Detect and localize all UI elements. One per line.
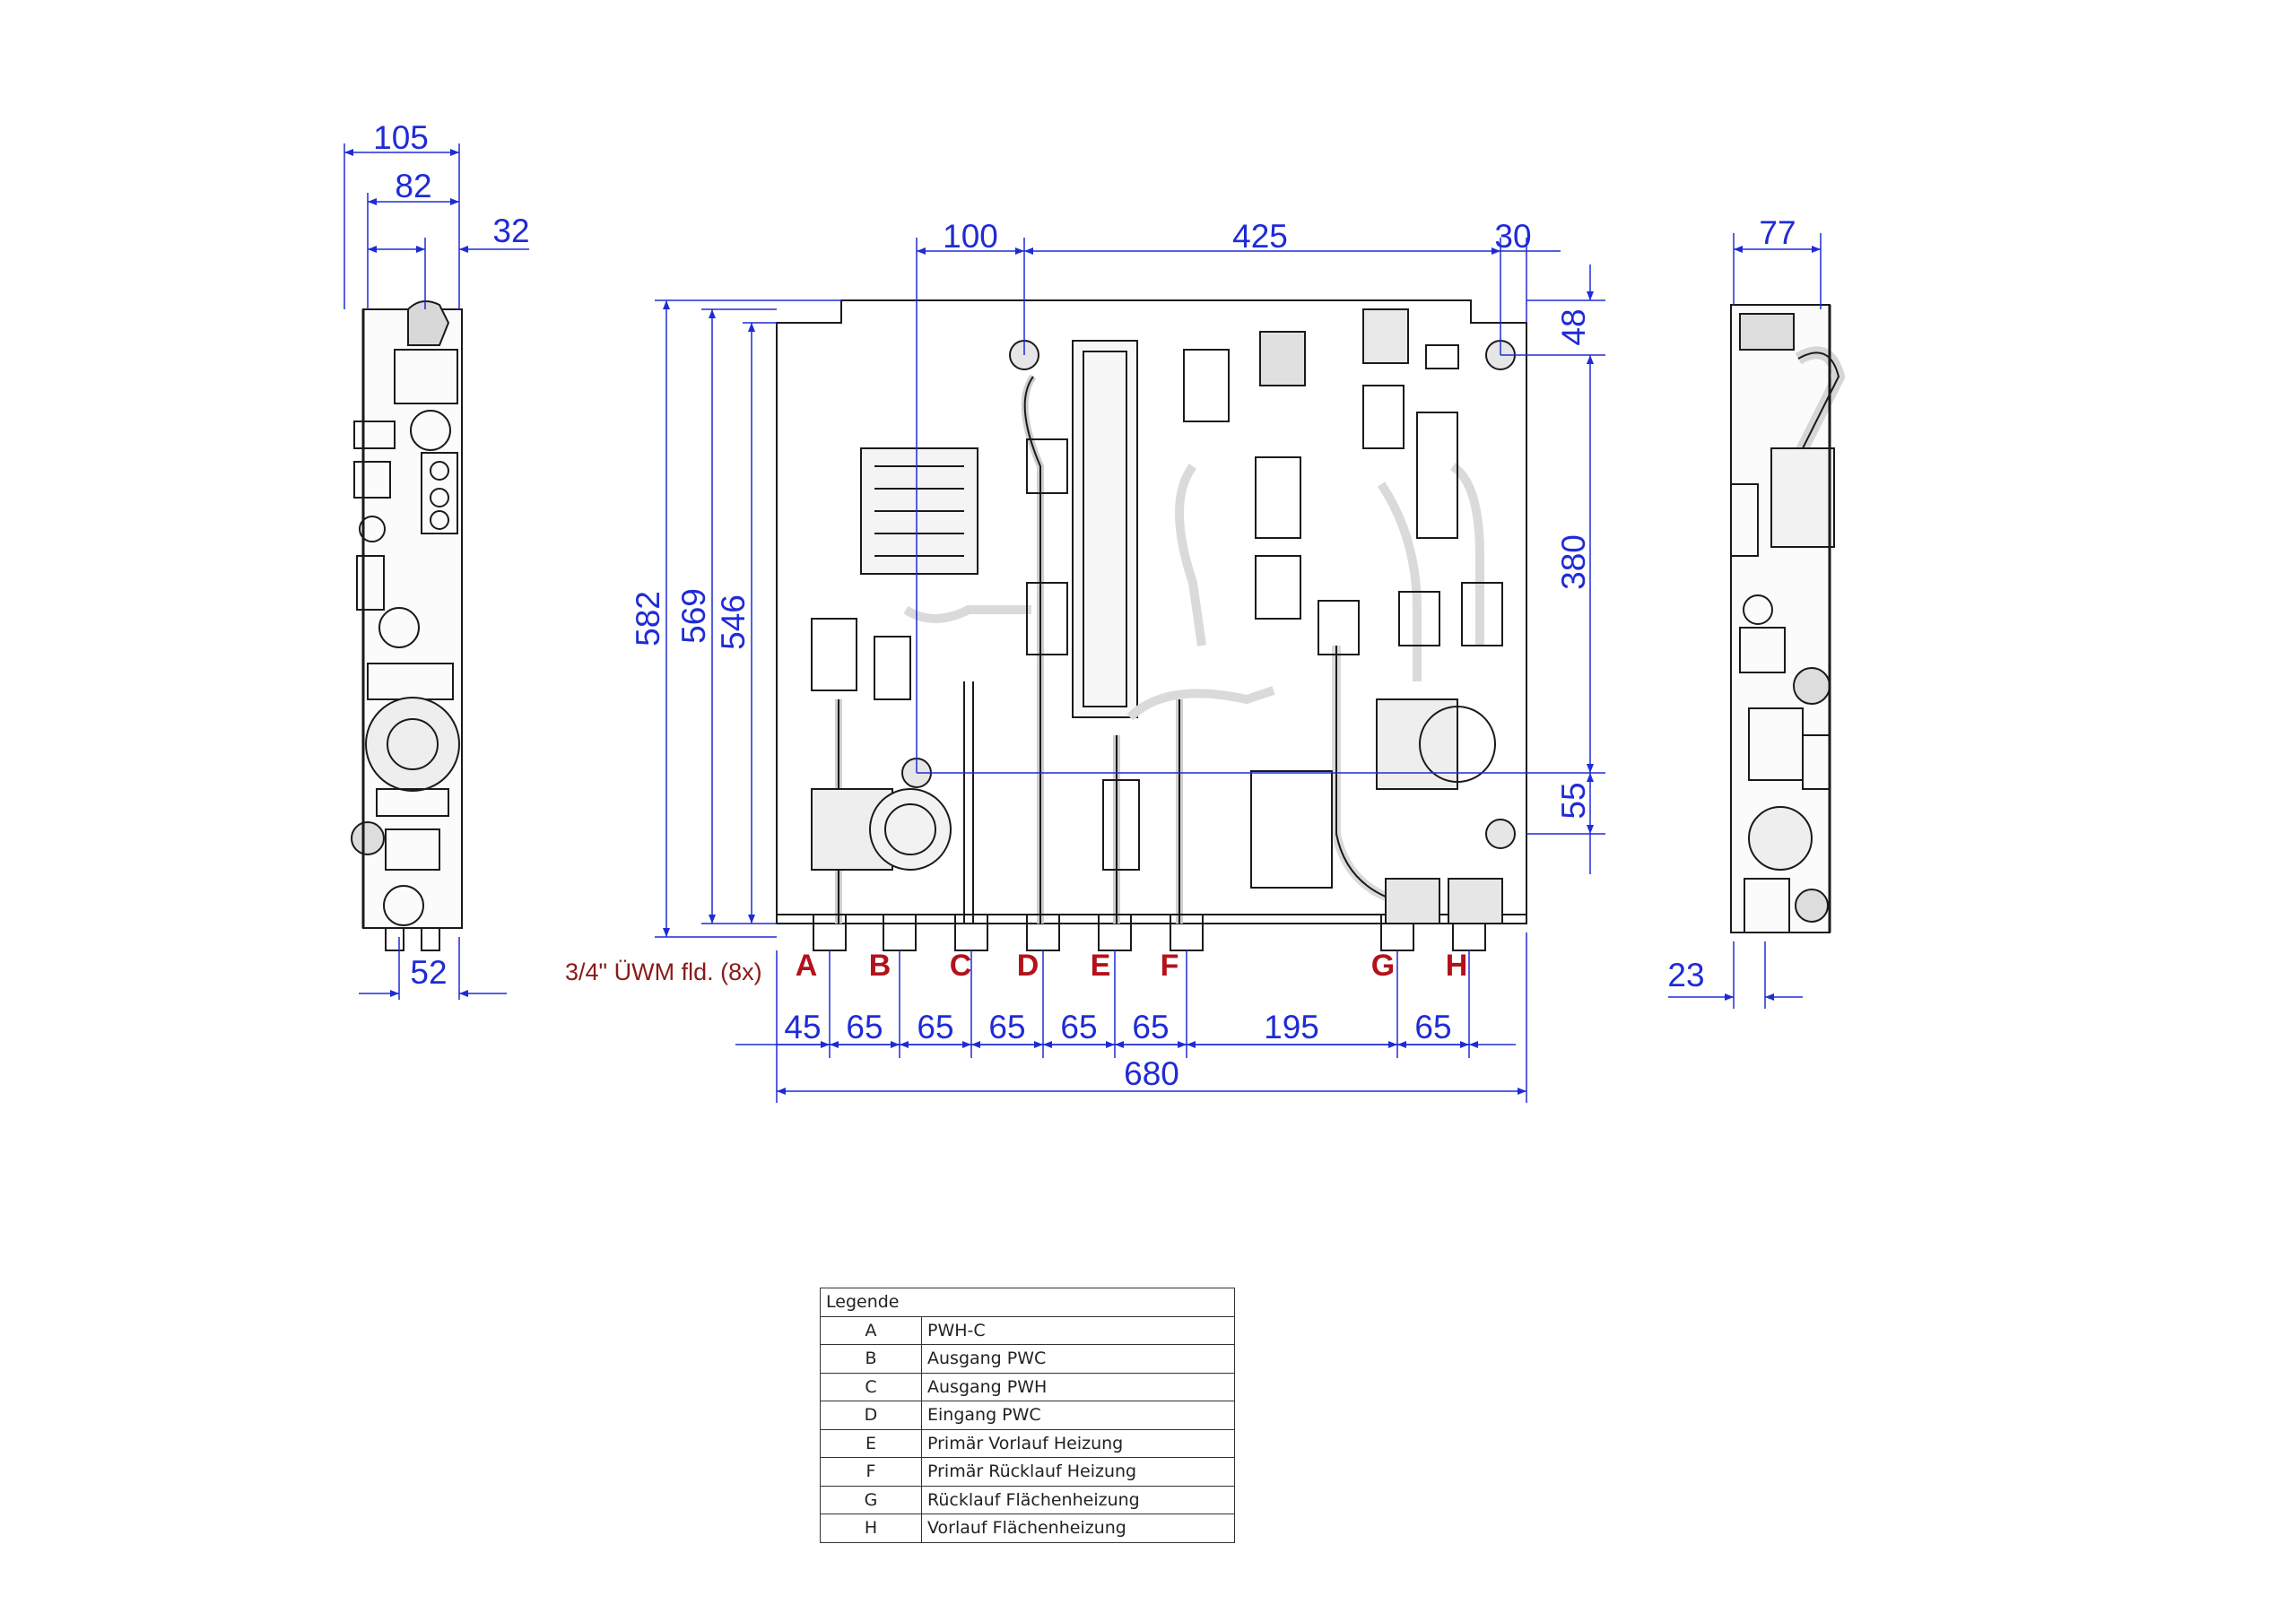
connector-label-h: H [1446,949,1468,983]
fitting-note: 3/4" ÜWM fld. (8x) [565,958,762,985]
legend-key: D [820,1401,922,1430]
left-side-view [351,300,463,951]
front-view [776,299,1527,951]
dim-left-inner-depth: 82 [395,168,431,204]
legend-key: F [820,1457,922,1487]
connector-label-b: B [869,949,891,983]
left-side-dimensions [344,143,529,1000]
dim-left-overall-depth: 105 [373,119,429,156]
right-side-dimensions [1668,233,1822,1009]
legend-label: Ausgang PWH [921,1372,1235,1401]
dim-left-offset-top: 32 [492,213,529,249]
legend-key: A [820,1315,922,1345]
legend-label: PWH-C [921,1315,1235,1345]
dim-overall-width: 680 [1124,1055,1179,1092]
dim-height-frame: 569 [675,588,712,644]
dim-right-side-bottom-offset: 23 [1667,957,1704,993]
connector-label-f: F [1161,949,1179,983]
legend-key: E [820,1428,922,1458]
legend-label: Rücklauf Flächenheizung [921,1485,1235,1514]
dim-right-mid: 380 [1555,534,1592,590]
dim-spacing-5: 65 [1060,1009,1097,1045]
legend-label: Primär Vorlauf Heizung [921,1428,1235,1458]
legend-key: H [820,1514,922,1543]
legend-key: C [820,1372,922,1401]
dim-spacing-6: 65 [1132,1009,1169,1045]
legend-key: G [820,1485,922,1514]
right-side-view [1730,304,1846,933]
dim-top-left-hole: 100 [943,218,998,255]
dim-spacing-1: 45 [784,1009,821,1045]
connector-label-c: C [950,949,972,983]
legend-label: Vorlauf Flächenheizung [921,1514,1235,1543]
connector-label-d: D [1017,949,1039,983]
dim-right-side-depth: 77 [1759,214,1796,251]
legend-key: B [820,1344,922,1374]
front-dimensions [655,238,1605,1103]
dim-right-top: 48 [1555,308,1592,345]
legend-header-row: Legende [820,1288,1235,1317]
dim-spacing-3: 65 [917,1009,953,1045]
dim-spacing-4: 65 [988,1009,1025,1045]
dim-right-bottom: 55 [1555,782,1592,819]
dim-top-center-span: 425 [1232,218,1288,255]
legend-label: Ausgang PWC [921,1344,1235,1374]
dim-spacing-8: 65 [1414,1009,1451,1045]
legend-label: Eingang PWC [921,1401,1235,1430]
dim-height-total: 582 [630,591,666,646]
dim-height-plate: 546 [715,594,752,650]
dim-top-right-edge: 30 [1494,218,1531,255]
dim-spacing-2: 65 [846,1009,883,1045]
legend-label: Primär Rücklauf Heizung [921,1457,1235,1487]
dim-spacing-7: 195 [1264,1009,1319,1045]
legend-title: Legende [820,1288,1235,1317]
connector-label-g: G [1371,949,1395,983]
dim-left-bottom-offset: 52 [410,954,447,991]
connector-label-a: A [796,949,818,983]
connector-label-e: E [1091,949,1111,983]
